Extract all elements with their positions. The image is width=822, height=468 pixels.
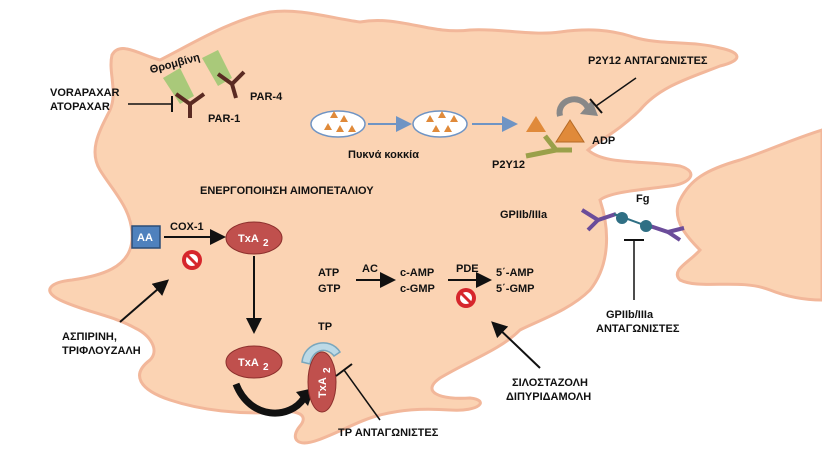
fibrinogen-node-1	[616, 212, 628, 224]
txa2-bound-label: TxA	[317, 377, 329, 398]
tp-inhibit-line	[343, 369, 381, 421]
dense-granule-2	[412, 110, 468, 138]
vorapaxar-label-2: ΑΤΟΡΑΧΑR	[50, 101, 110, 113]
cilostazol-label-2: ΔΙΠΥΡΙΔΑΜΟΛΗ	[506, 391, 591, 403]
txa2-bound-sub: 2	[322, 367, 333, 373]
cgmp-label: c-GMP	[400, 283, 435, 295]
thrombin-shape-1	[163, 68, 194, 104]
released-adp-small	[526, 116, 546, 132]
par4-receptor	[216, 70, 246, 99]
p2y12-inhibit-line	[595, 77, 637, 107]
gp2b3a-label: GPIIb/IIIa	[500, 209, 548, 221]
txa2-bound	[307, 351, 337, 413]
par1-label: PAR-1	[208, 113, 240, 125]
fibrinogen-node-2	[640, 220, 652, 232]
txa2-top	[225, 221, 283, 255]
platelet-cell	[48, 9, 739, 445]
aspirin-arrow	[119, 279, 170, 323]
p2y12-antagonists-label: P2Y12 ΑΝΤΑΓΩΝΙΣΤΕΣ	[588, 55, 708, 67]
p2y12-inhibit-bar	[589, 98, 603, 114]
ac-label: AC	[362, 263, 378, 275]
gtp-label: GTP	[318, 283, 341, 295]
gp2b3a-receptor-left	[580, 208, 617, 232]
cilostazol-label-1: ΣΙΛΟΣΤΑΖΟΛΗ	[512, 377, 588, 389]
cox1-label: COX-1	[170, 221, 204, 233]
aa-box	[131, 225, 161, 249]
dense-granule-1	[310, 110, 366, 138]
cilostazol-arrow	[491, 321, 541, 369]
txa2-bottom	[225, 345, 283, 379]
aspirin-label-1: ΑΣΠΙΡΙΝΗ,	[62, 331, 117, 343]
dense-granules-label: Πυκνά κοκκία	[348, 149, 419, 161]
adp-triangle	[555, 119, 585, 143]
gp-antagonists-label-2: ΑΝΤΑΓΩΝΙΣΤΕΣ	[596, 323, 680, 335]
par4-label: PAR-4	[250, 91, 283, 103]
neighbor-platelet	[675, 128, 822, 302]
p2y12-label: P2Y12	[492, 159, 525, 171]
p2y12-receptor	[525, 134, 572, 159]
txa2-bottom-sub: 2	[263, 362, 269, 373]
gmp5-label: 5΄-GMP	[496, 283, 535, 295]
tp-antagonists-label: TP ΑΝΤΑΓΩΝΙΣΤΕΣ	[338, 427, 439, 439]
gp2b3a-receptor-right	[649, 224, 685, 242]
pde-label: PDE	[456, 263, 479, 275]
txa2-top-label: TxA	[238, 233, 259, 245]
gp-antagonists-label-1: GPIIb/IIIa	[606, 309, 654, 321]
prohibition-icon	[182, 250, 202, 270]
prohibition-icon-pde	[456, 288, 476, 308]
tp-label: TP	[318, 321, 332, 333]
aspirin-label-2: ΤΡΙΦΛΟΥΖΑΛΗ	[62, 345, 141, 357]
adp-label: ADP	[592, 135, 615, 147]
camp-label: c-AMP	[400, 267, 434, 279]
amp5-label: 5΄-AMP	[496, 267, 534, 279]
atp-label: ATP	[318, 267, 339, 279]
tp-inhibit-bar	[335, 363, 353, 377]
vorapaxar-label-1: VORAPAXAR	[50, 87, 120, 99]
txa2-top-sub: 2	[263, 238, 269, 249]
platelet-activation-label: ΕΝΕΡΓΟΠΟΙΗΣΗ ΑΙΜΟΠΕΤΑΛΙΟΥ	[200, 185, 374, 197]
fg-label: Fg	[636, 193, 649, 205]
txa2-bottom-label: TxA	[238, 357, 259, 369]
txa2-binding-arrow	[232, 382, 307, 417]
tp-receptor	[301, 342, 342, 365]
par1-receptor	[174, 92, 206, 118]
aa-label: AA	[137, 232, 153, 244]
